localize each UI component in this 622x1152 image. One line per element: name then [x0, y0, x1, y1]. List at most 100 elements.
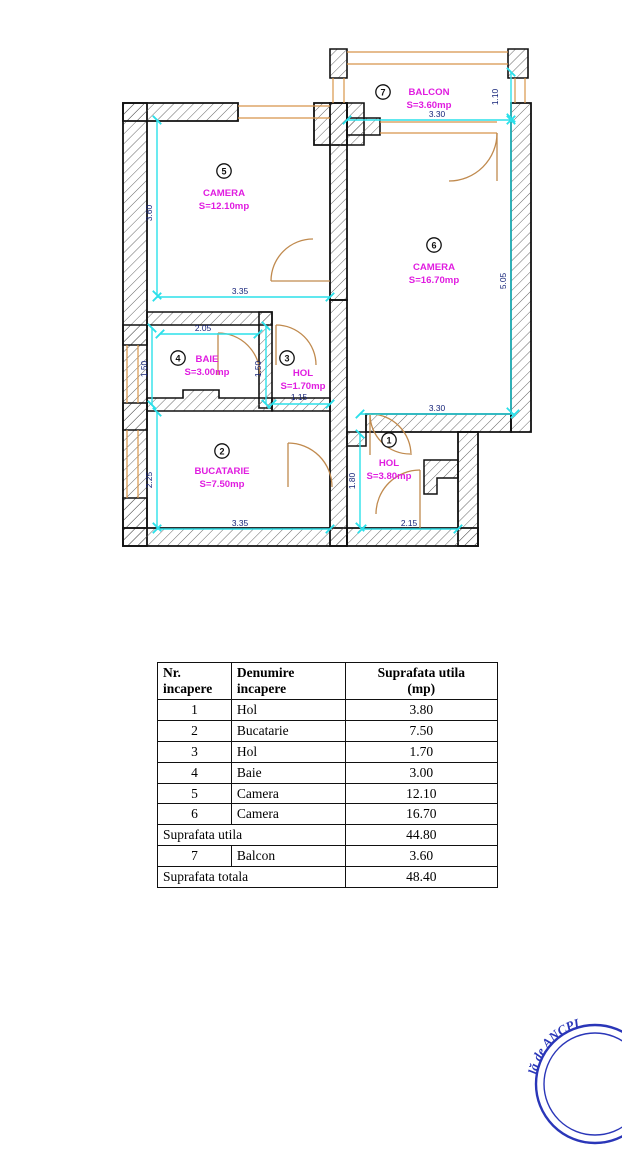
cell-balcony-area: 3.60: [344, 845, 499, 868]
cell-nr: 5: [157, 782, 232, 805]
cell-nr: 3: [157, 740, 232, 763]
stamp-outer-circle: [534, 1023, 622, 1145]
dimension-values-group: 3.60 3.35 2.05 1.50 1.50 1.15 2.25 3.35 …: [139, 89, 508, 528]
room-area-4: S=3.00mp: [184, 367, 229, 378]
cell-name: Bucatarie: [230, 719, 346, 742]
room-name-7: BALCON: [408, 87, 449, 98]
doors-group: [217, 132, 498, 528]
cell-area: 1.70: [344, 740, 499, 763]
dimension-value-2-25: 2.25: [144, 472, 154, 489]
table-row-balcony: 7 Balcon 3.60: [157, 845, 499, 868]
dimension-value-1-10: 1.10: [490, 89, 500, 106]
cell-name: Baie: [230, 761, 346, 784]
room-marker-1: [381, 432, 397, 448]
room-area-2: S=7.50mp: [199, 479, 244, 490]
room-marker-7: [375, 84, 391, 100]
room-area-1: S=3.80mp: [366, 471, 411, 482]
room-name-5: CAMERA: [203, 188, 245, 199]
cell-balcony-nr: 7: [157, 845, 232, 868]
header-denumire-incapere: Denumire incapere: [230, 662, 346, 700]
header-suprafata-utila: Suprafata utila (mp): [344, 662, 499, 700]
table-row: 2 Bucatarie 7.50: [157, 719, 499, 742]
room-area-3: S=1.70mp: [280, 381, 325, 392]
room-marker-2: [214, 443, 230, 459]
table-row: 5 Camera 12.10: [157, 782, 499, 805]
table-row: 3 Hol 1.70: [157, 740, 499, 763]
room-name-3: HOL: [293, 368, 313, 379]
room-number-6: 6: [431, 240, 436, 250]
ancpi-stamp-graphic: lă de ANCPI: [528, 1017, 622, 1145]
room-number-5: 5: [221, 166, 226, 176]
cell-nr: 1: [157, 698, 232, 721]
room-marker-6: [426, 237, 442, 253]
stamp-text: lă de ANCPI: [528, 1017, 582, 1075]
cell-name: Hol: [230, 698, 346, 721]
room-area-6: S=16.70mp: [409, 275, 460, 286]
table-row-subtotal: Suprafata utila 44.80: [157, 824, 499, 847]
cell-area: 7.50: [344, 719, 499, 742]
cell-area: 16.70: [344, 803, 499, 826]
cell-balcony-name: Balcon: [230, 845, 346, 868]
dimension-value-1-50-hol3: 1.50: [253, 361, 263, 378]
header-sup-line1: Suprafata utila: [377, 665, 465, 680]
dimension-value-5-05: 5.05: [498, 273, 508, 290]
room-area-7: S=3.60mp: [406, 100, 451, 111]
cell-nr: 2: [157, 719, 232, 742]
room-labels-group: 5 CAMERA S=12.10mp 6 CAMERA S=16.70mp 7 …: [170, 84, 460, 490]
room-number-4: 4: [175, 353, 180, 363]
dimension-value-1-50-baie: 1.50: [139, 361, 149, 378]
cell-subtotal-label: Suprafata utila: [157, 824, 346, 847]
windows-group: [126, 51, 526, 498]
room-schedule-table: Nr. incapere Denumire incapere Suprafata…: [157, 662, 499, 889]
table-row: 6 Camera 16.70: [157, 803, 499, 826]
cell-name: Hol: [230, 740, 346, 763]
dimensions-group: [147, 67, 520, 534]
room-marker-4: [170, 350, 186, 366]
room-name-2: BUCATARIE: [194, 466, 250, 477]
cell-nr: 6: [157, 803, 232, 826]
dimension-value-1-80: 1.80: [347, 473, 357, 490]
cell-area: 12.10: [344, 782, 499, 805]
dimension-value-3-60-left: 3.60: [144, 205, 154, 222]
header-nr-incapere: Nr. incapere: [157, 662, 232, 700]
room-schedule: Nr. incapere Denumire incapere Suprafata…: [157, 662, 499, 889]
dimension-value-3-30-balcon: 3.30: [429, 109, 446, 119]
floor-plan-drawing: 5 CAMERA S=12.10mp 6 CAMERA S=16.70mp 7 …: [122, 48, 532, 547]
dimension-value-3-30-camera6: 3.30: [429, 403, 446, 413]
header-nr-line1: Nr.: [163, 665, 181, 680]
cell-subtotal-area: 44.80: [344, 824, 499, 847]
dimension-value-3-35-bottom: 3.35: [232, 518, 249, 528]
dimension-value-1-15: 1.15: [291, 392, 308, 402]
room-number-3: 3: [284, 353, 289, 363]
dimension-value-2-15: 2.15: [401, 518, 418, 528]
dimension-value-2-05: 2.05: [195, 323, 212, 333]
table-header-row: Nr. incapere Denumire incapere Suprafata…: [157, 662, 499, 700]
walls-group: [122, 48, 532, 547]
header-den-line1: Denumire: [236, 665, 295, 680]
cell-area: 3.80: [344, 698, 499, 721]
cell-total-label: Suprafata totala: [157, 866, 346, 889]
header-nr-line2: incapere: [163, 680, 213, 696]
room-area-5: S=12.10mp: [199, 201, 250, 212]
header-sup-line2: (mp): [407, 680, 436, 696]
cell-name: Camera: [230, 782, 346, 805]
cell-area: 3.00: [344, 761, 499, 784]
room-name-4: BAIE: [196, 354, 220, 365]
ancpi-stamp: lă de ANCPI: [528, 1017, 622, 1152]
floor-plan: 5 CAMERA S=12.10mp 6 CAMERA S=16.70mp 7 …: [122, 48, 532, 547]
stamp-inner-circle: [543, 1032, 622, 1136]
room-number-2: 2: [219, 446, 224, 456]
room-marker-3: [279, 350, 295, 366]
room-marker-5: [216, 163, 232, 179]
cell-nr: 4: [157, 761, 232, 784]
room-number-1: 1: [386, 435, 391, 445]
table-row-total: Suprafata totala 48.40: [157, 866, 499, 889]
table-row: 1 Hol 3.80: [157, 698, 499, 721]
table-row: 4 Baie 3.00: [157, 761, 499, 784]
room-number-7: 7: [380, 87, 385, 97]
cell-name: Camera: [230, 803, 346, 826]
header-den-line2: incapere: [236, 680, 287, 696]
room-name-1: HOL: [379, 458, 399, 469]
cell-total-area: 48.40: [344, 866, 499, 889]
room-name-6: CAMERA: [413, 262, 455, 273]
